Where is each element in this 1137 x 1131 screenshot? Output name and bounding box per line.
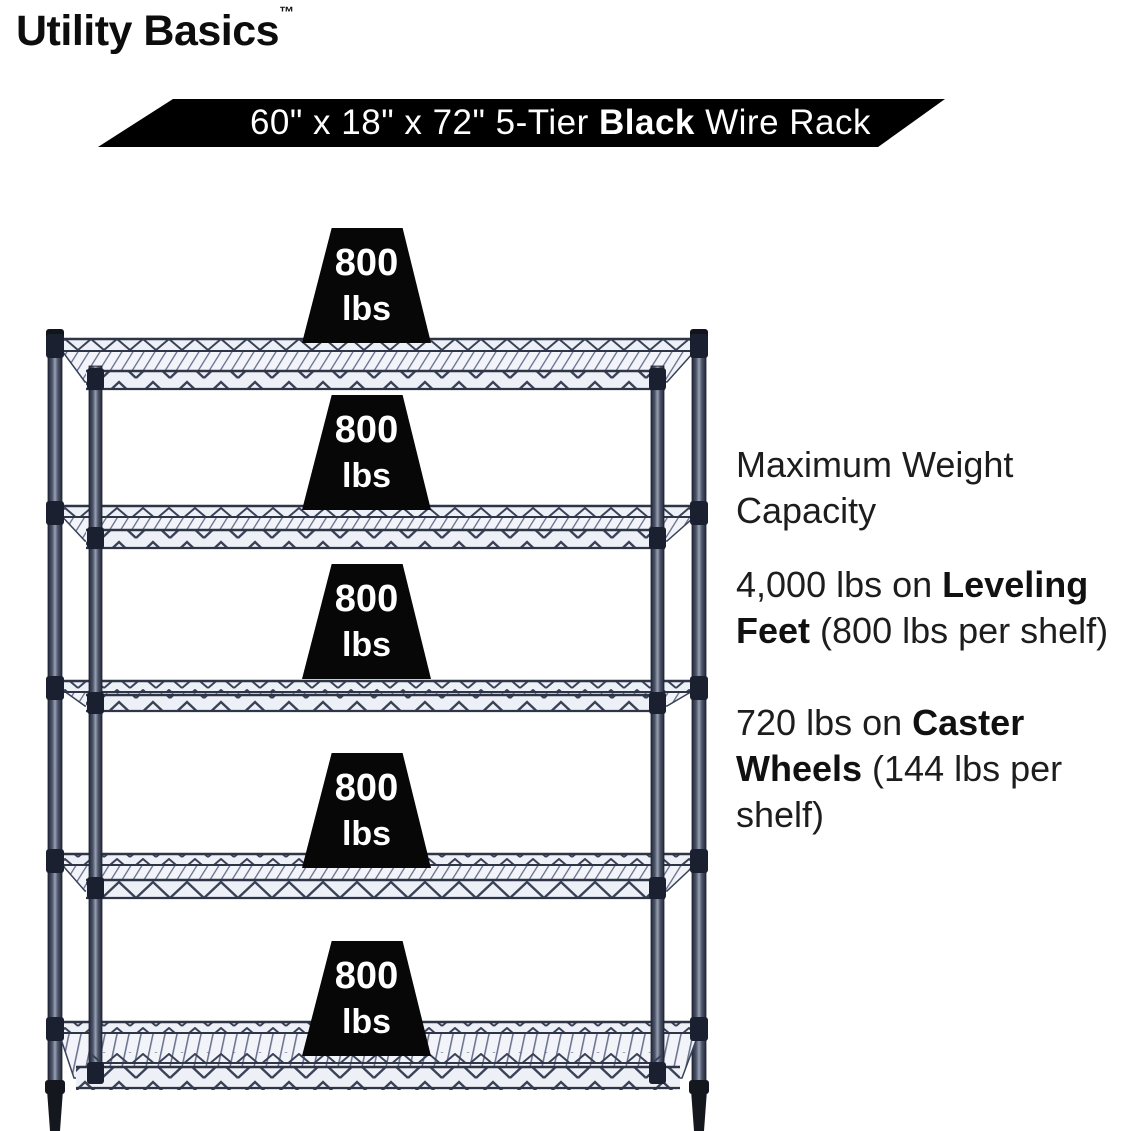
banner-text-suffix: Wire Rack [694, 103, 872, 142]
capacity-info: Maximum Weight Capacity 4,000 lbs on Lev… [736, 442, 1137, 884]
weight-badge-tier-3: 800 lbs [302, 564, 431, 679]
weight-unit: lbs [341, 290, 392, 328]
trademark-symbol: ™ [279, 4, 295, 21]
weight-value: 800 [334, 955, 399, 997]
brand-logo: Utility Basics™ [16, 4, 294, 56]
weight-value: 800 [334, 578, 399, 620]
banner-text-prefix: 60" x 18" x 72" 5-Tier [249, 103, 599, 142]
caster-wheels-bold: Caster Wheels [736, 702, 1025, 789]
caster-wheels-capacity: 720 lbs on Caster Wheels (144 lbs per sh… [736, 702, 1063, 835]
weight-unit: lbs [341, 626, 392, 664]
weight-value: 800 [334, 409, 399, 451]
capacity-heading: Maximum Weight Capacity [736, 444, 1014, 531]
weight-unit: lbs [341, 1003, 392, 1041]
front-rails [76, 369, 680, 1090]
leveling-feet [45, 1080, 709, 1131]
brand-name: Utility Basics [16, 7, 280, 55]
weight-unit: lbs [341, 815, 392, 853]
leveling-feet-bold: Leveling Feet [736, 564, 1089, 651]
banner-text-bold: Black [598, 103, 695, 142]
shelf-5-mid-truss [92, 1052, 662, 1064]
weight-value: 800 [334, 242, 399, 284]
shelf-1 [55, 337, 703, 383]
weight-unit: lbs [341, 457, 392, 495]
collar-clamps [46, 334, 708, 1084]
leveling-feet-capacity: 4,000 lbs on Leveling Feet (800 lbs per … [736, 564, 1109, 651]
weight-value: 800 [334, 767, 399, 809]
title-banner: 60" x 18" x 72" 5-Tier Black Wire Rack [98, 99, 945, 147]
